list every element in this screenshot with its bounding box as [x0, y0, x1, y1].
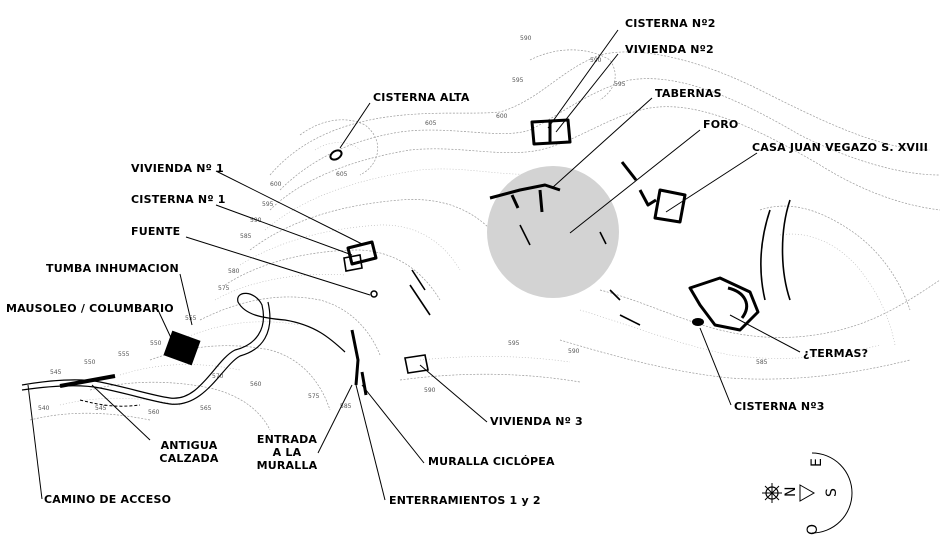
elevation-label: 590 [424, 387, 436, 394]
elevation-label: 560 [250, 381, 262, 388]
elevation-label: 595 [262, 201, 274, 208]
label-vivienda-2: VIVIENDA Nº2 [625, 43, 714, 56]
termas-structure [688, 276, 760, 332]
elevation-label: 585 [756, 359, 768, 366]
elevation-labels: 590 590 595 595 600 605 605 600 595 590 … [38, 35, 768, 416]
label-cisterna-alta: CISTERNA ALTA [373, 91, 470, 104]
elevation-label: 550 [84, 359, 96, 366]
label-tumba-inhumacion: TUMBA INHUMACION [46, 262, 179, 275]
highlight-zone [487, 166, 619, 298]
elevation-label: 545 [95, 405, 107, 412]
label-casa-juan-vegazo: CASA JUAN VEGAZO S. XVIII [752, 141, 929, 154]
label-cisterna-3: CISTERNA Nº3 [734, 400, 825, 413]
label-vivienda-3: VIVIENDA Nº 3 [490, 415, 583, 428]
elevation-label: 590 [568, 348, 580, 355]
label-foro: FORO [703, 118, 739, 131]
label-antigua-calzada: ANTIGUA CALZADA [159, 439, 219, 465]
elevation-label: 575 [308, 393, 320, 400]
casa-vegazo-structure [653, 188, 687, 224]
compass-south: S [824, 488, 840, 497]
elevation-label: 590 [520, 35, 532, 42]
label-entrada-muralla: ENTRADA A LA MURALLA [256, 433, 318, 472]
elevation-label: 605 [425, 120, 437, 127]
structures [163, 118, 791, 396]
elevation-label: 595 [508, 340, 520, 347]
compass-north: N [783, 487, 799, 497]
elevation-label: 580 [228, 268, 240, 275]
label-cisterna-1: CISTERNA Nº 1 [131, 193, 226, 206]
leader-lines [27, 29, 801, 501]
label-termas: ¿TERMAS? [803, 347, 869, 360]
compass-west: O [805, 524, 821, 535]
contour-lines [29, 49, 941, 431]
vivienda-3-structure [404, 354, 429, 374]
fuente-structure [370, 290, 378, 298]
tabernas-structure [489, 183, 561, 213]
label-enterramientos: ENTERRAMIENTOS 1 y 2 [389, 494, 541, 507]
label-tabernas: TABERNAS [655, 87, 722, 100]
label-cisterna-2: CISTERNA Nº2 [625, 17, 716, 30]
elevation-label: 600 [496, 113, 508, 120]
elevation-label: 605 [336, 171, 348, 178]
mausoleo-structure [163, 330, 201, 366]
label-vivienda-1: VIVIENDA Nº 1 [131, 162, 224, 175]
vivienda-1-structure [346, 240, 378, 266]
elevation-label: 555 [118, 351, 130, 358]
elevation-label: 600 [270, 181, 282, 188]
elevation-label: 585 [340, 403, 352, 410]
compass-east: E [809, 458, 825, 467]
cisterna-1-structure [343, 254, 363, 272]
elevation-label: 565 [200, 405, 212, 412]
elevation-label: 545 [50, 369, 62, 376]
elevation-label: 560 [148, 409, 160, 416]
elevation-label: 540 [38, 405, 50, 412]
elevation-label: 595 [614, 81, 626, 88]
cisterna-alta-structure [329, 149, 343, 161]
vivienda-2-structure [530, 118, 572, 146]
elevation-label: 595 [512, 77, 524, 84]
roads [21, 292, 346, 407]
cisterna-3-structure [692, 318, 704, 326]
elevation-label: 575 [218, 285, 230, 292]
foro-structure [620, 161, 657, 207]
label-fuente: FUENTE [131, 225, 181, 238]
label-mausoleo-columbario: MAUSOLEO / COLUMBARIO [6, 302, 174, 315]
muralla-structure [350, 329, 368, 396]
compass-rose: E N S O [762, 452, 853, 535]
label-muralla-ciclopea: MURALLA CICLÓPEA [428, 455, 555, 468]
elevation-label: 570 [212, 373, 224, 380]
elevation-label: 550 [150, 340, 162, 347]
elevation-label: 585 [240, 233, 252, 240]
label-camino-acceso: CAMINO DE ACCESO [44, 493, 172, 506]
elevation-label: 590 [250, 217, 262, 224]
